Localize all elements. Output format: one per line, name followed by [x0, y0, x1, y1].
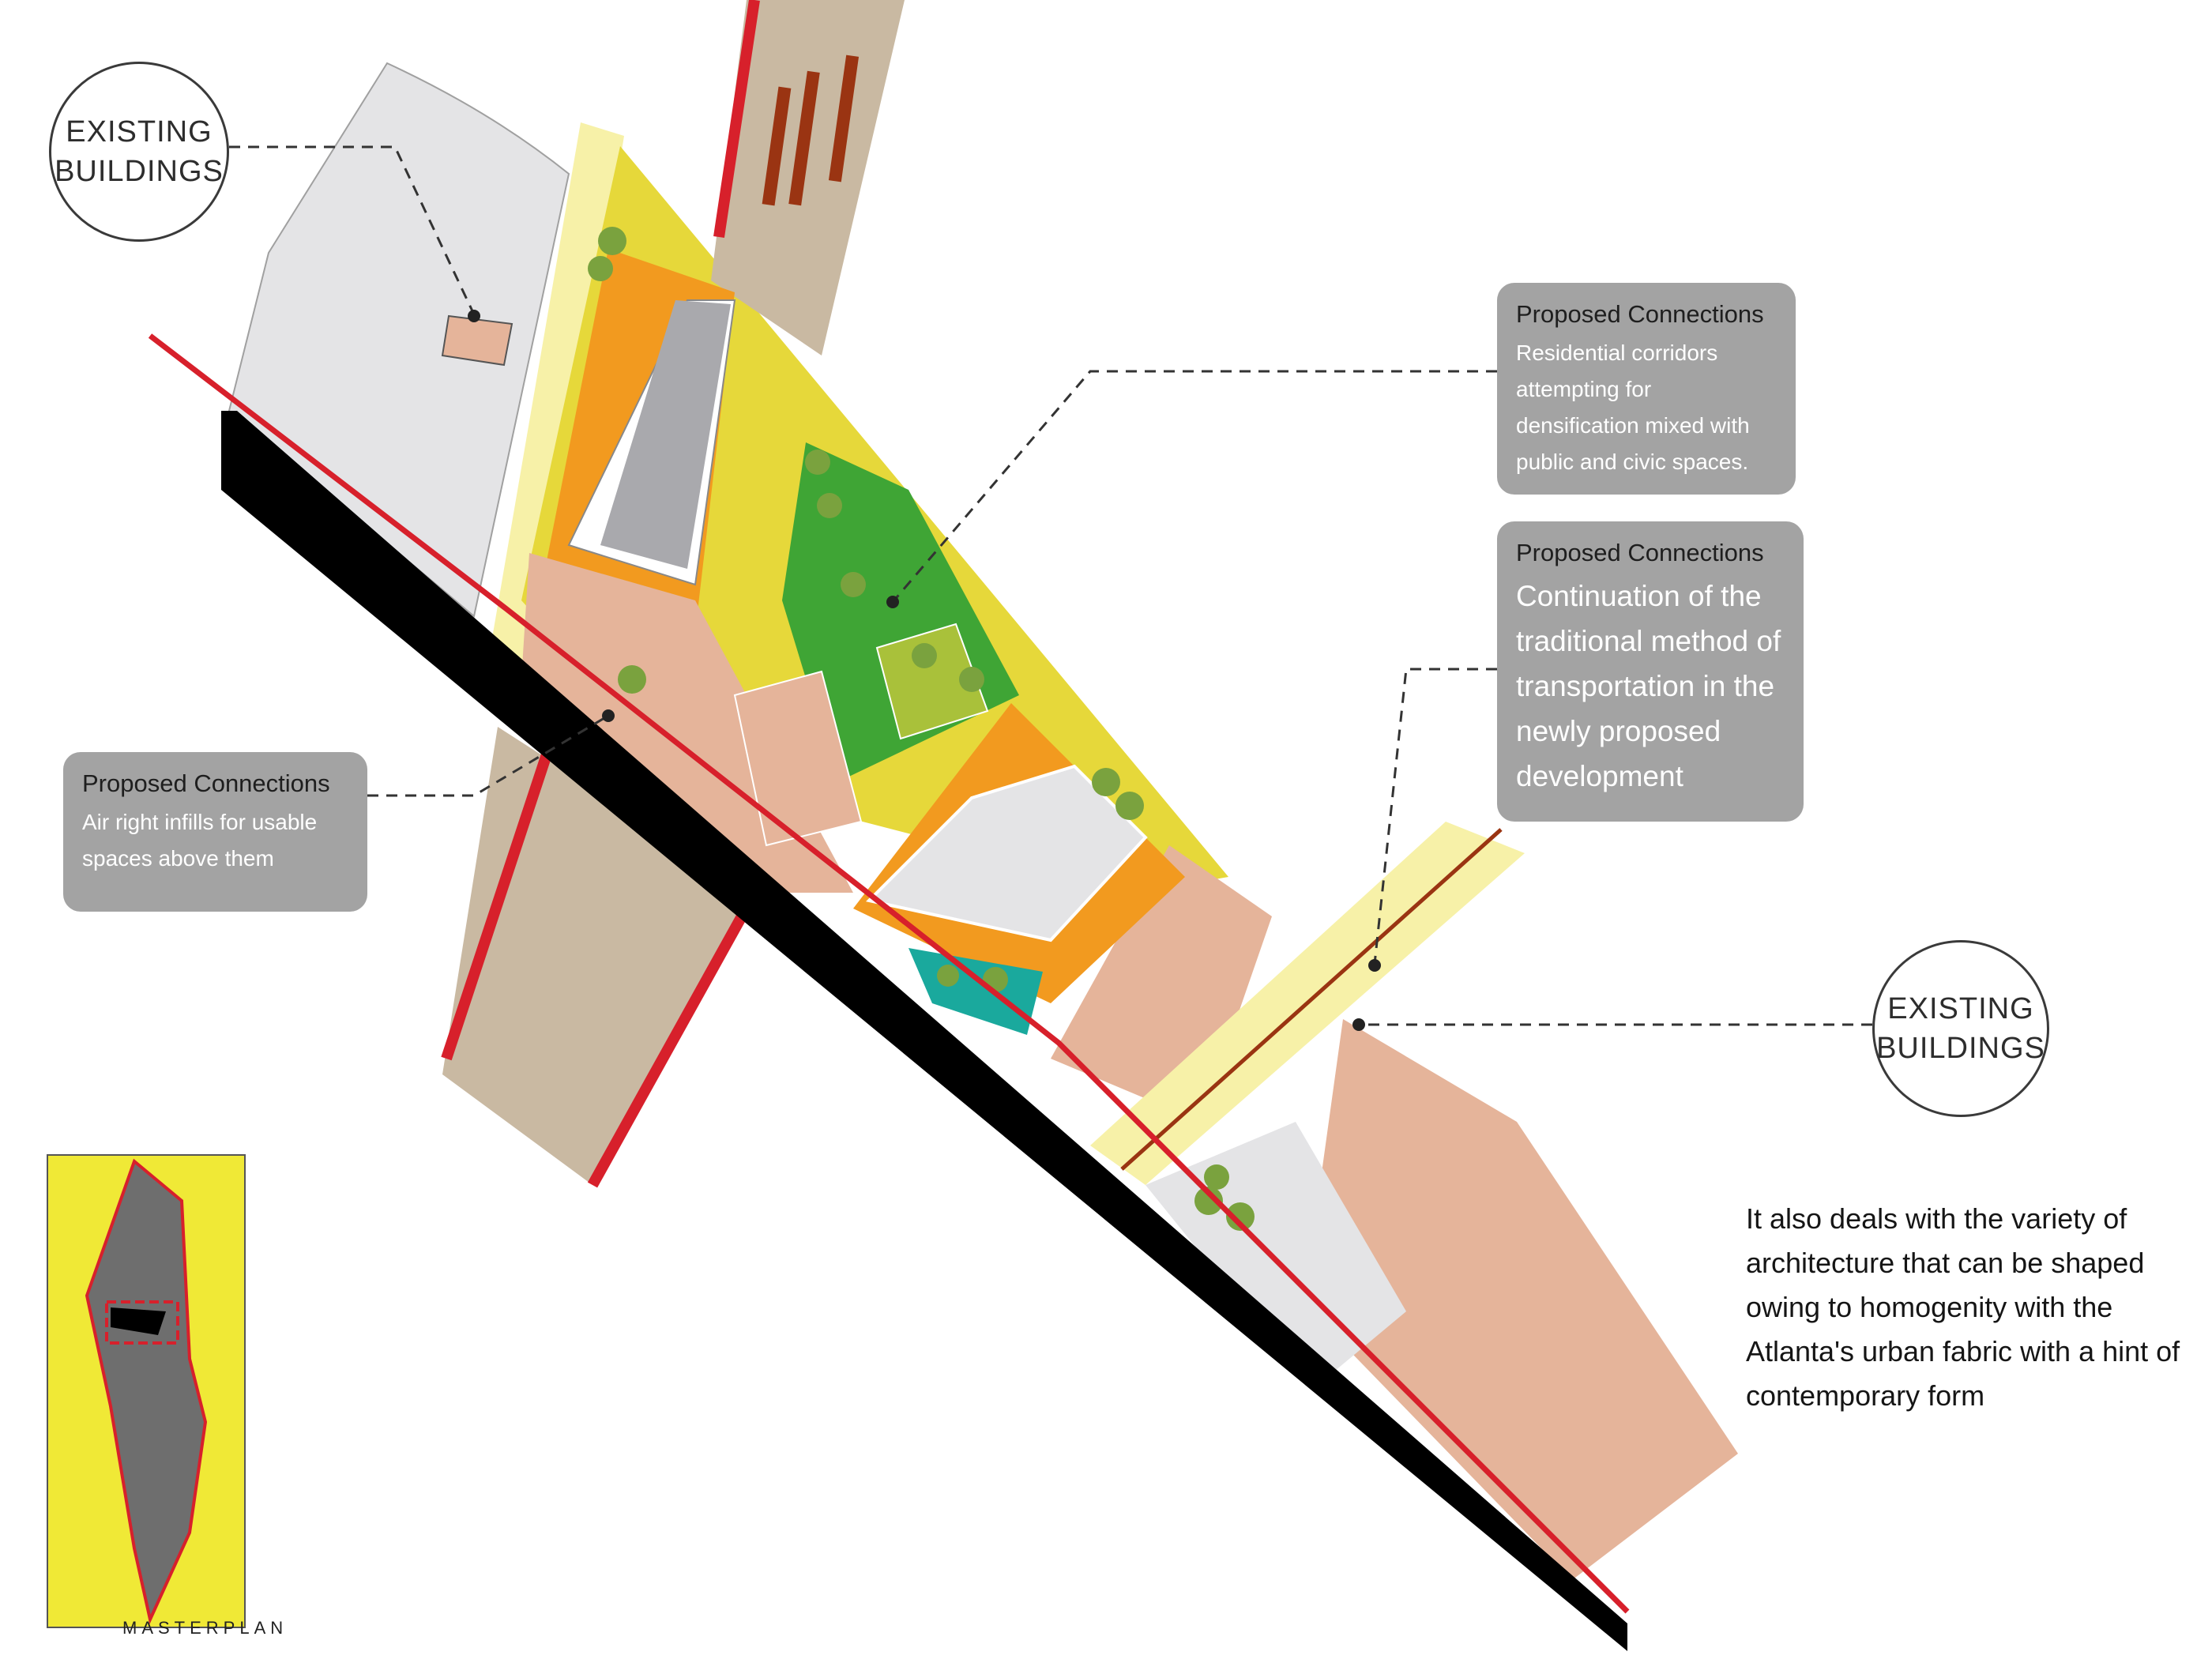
callout-transportation-title: Proposed Connections: [1516, 539, 1764, 566]
rail-corridor-top: [711, 0, 905, 356]
masterplan-inset: [47, 1154, 246, 1628]
rail-line-right: [1120, 828, 1503, 1171]
existing-buildings-label-right: EXISTING BUILDINGS: [1872, 940, 2049, 1117]
inner-plaza: [865, 764, 1148, 942]
existing-buildings-block-right: [1304, 1019, 1738, 1580]
basketball-court: [733, 670, 863, 847]
callout-air-rights-body: Air right infills for usable spaces abov…: [82, 810, 318, 871]
rail-red-edge-top: [713, 0, 760, 239]
existing-buildings-block-top: [228, 62, 570, 618]
pedestrian-strip-left: [490, 122, 624, 672]
leader-lines: [229, 145, 1872, 1026]
existing-small-building: [441, 314, 514, 367]
masterplan-caption: MASTERPLAN: [122, 1618, 288, 1638]
leader-dots: [468, 310, 1381, 1031]
train-cars-top: [762, 55, 860, 206]
callout-air-rights-title: Proposed Connections: [82, 769, 330, 797]
callout-residential-title: Proposed Connections: [1516, 300, 1764, 328]
site-base-section: [221, 411, 1627, 1651]
callout-air-rights: Proposed Connections Air right infills f…: [63, 752, 367, 912]
architecture-note: It also deals with the variety of archit…: [1746, 1202, 2180, 1412]
sports-court: [875, 623, 989, 740]
callout-transportation: Proposed Connections Continuation of the…: [1497, 521, 1804, 822]
callout-residential: Proposed Connections Residential corrido…: [1497, 283, 1796, 495]
section-red-outline: [148, 333, 1630, 1614]
trees: [588, 227, 1255, 1231]
callout-residential-body: Residential corridors attempting for den…: [1516, 340, 1750, 474]
callout-transportation-body: Continuation of the traditional method o…: [1516, 580, 1781, 792]
existing-buildings-label-top: EXISTING BUILDINGS: [49, 62, 229, 242]
proposed-building-roof: [600, 300, 731, 569]
